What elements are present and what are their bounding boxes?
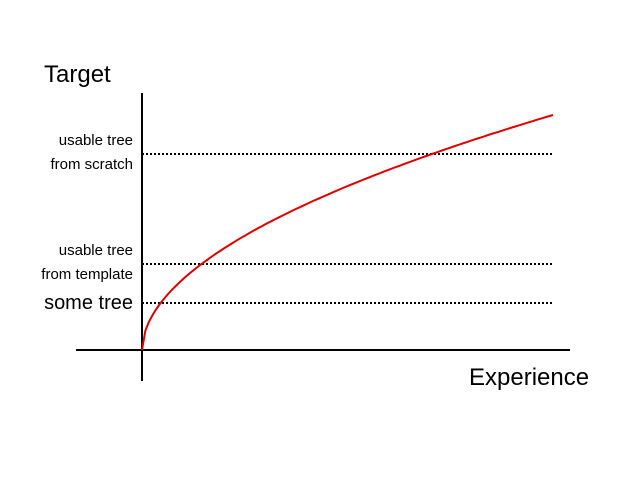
x-axis-label: Experience	[469, 364, 589, 391]
y-axis-label: Target	[44, 61, 111, 88]
level-label-scratch-line1: usable tree	[59, 132, 133, 149]
level-label-template-line1: usable tree	[59, 242, 133, 259]
learning-curve	[141, 114, 554, 351]
level-label-template-line2: from template	[41, 266, 133, 283]
level-label-some: some tree	[44, 292, 133, 314]
level-label-scratch-line2: from scratch	[50, 156, 133, 173]
